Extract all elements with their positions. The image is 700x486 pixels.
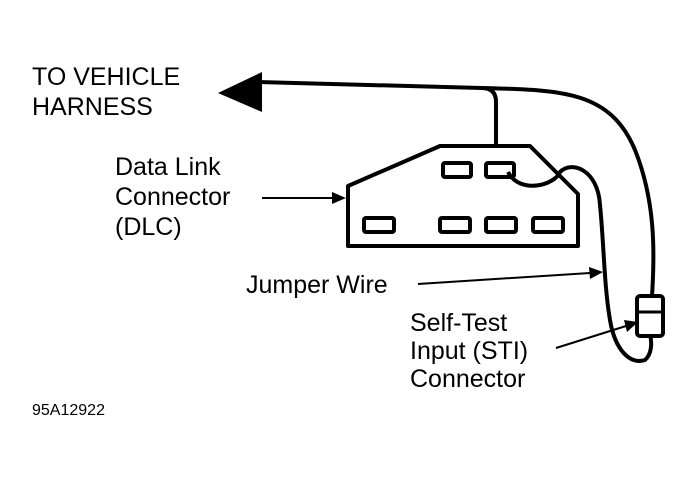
sti-callout-arrowhead [624,320,638,332]
dlc-terminal [438,216,472,234]
dlc-callout-arrowhead [332,192,346,204]
sti-label-line3: Connector [410,365,526,393]
dlc-label-line3: (DLC) [115,213,182,241]
sti-label-line1: Self-Test [410,309,508,337]
sti-label-line2: Input (STI) [410,337,529,365]
dlc-terminal [531,216,565,234]
dlc-terminal [441,161,473,179]
jumper-callout-line [417,272,591,285]
harness-loop-wire [481,86,656,297]
vehicle-harness-label-line1: TO VEHICLE [32,63,181,91]
vehicle-harness-label-line2: HARNESS [32,93,153,121]
dlc-terminal [362,216,396,234]
vehicle-harness-arrowhead [218,72,262,112]
sti-connector [635,294,665,338]
figure-id: 95A12922 [32,402,105,419]
dlc-label-line2: Connector [115,183,231,211]
sti-callout-line [555,325,627,349]
dlc-label-line1: Data Link [115,153,221,181]
jumper-wire-label: Jumper Wire [246,271,388,299]
dlc-body [346,144,580,248]
jumper-wire [506,165,654,363]
jumper-callout-arrowhead [589,267,603,279]
dlc-terminal [484,216,518,234]
